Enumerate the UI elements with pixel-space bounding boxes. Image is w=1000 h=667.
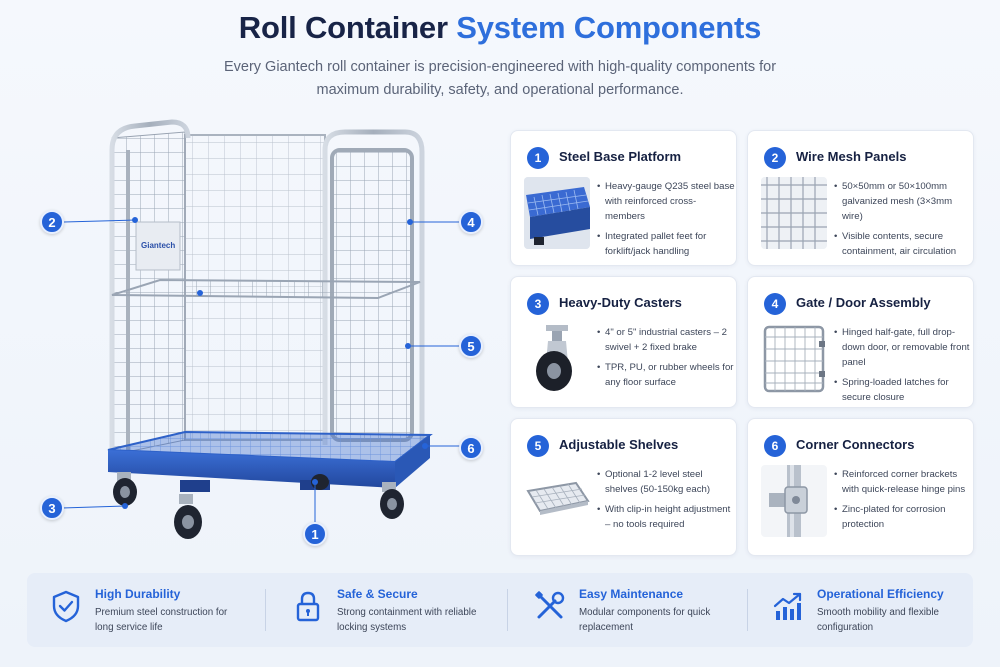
feature-divider — [265, 589, 266, 631]
title-accent: System Components — [456, 10, 762, 45]
card-bullet: Integrated pallet feet for forklift/jack… — [597, 229, 735, 259]
card-title: Wire Mesh Panels — [796, 149, 907, 164]
wrench-screwdriver-icon — [533, 589, 567, 623]
caster-front-right — [380, 482, 404, 519]
callout-3: 3 — [40, 496, 64, 520]
caster-thumbnail — [524, 323, 590, 395]
feature-text: Modular components for quick replacement — [579, 607, 711, 633]
corner-connector-thumbnail — [761, 465, 827, 537]
callout-6: 6 — [459, 436, 483, 460]
feature-text: Smooth mobility and flexible configurati… — [817, 607, 939, 633]
feature-bar: High Durability Premium steel constructi… — [27, 573, 973, 647]
card-bullet: Visible contents, secure containment, ai… — [834, 229, 972, 259]
card-bullet: 50×50mm or 50×100mm galvanized mesh (3×3… — [834, 179, 972, 224]
feature-text: Strong containment with reliable locking… — [337, 607, 477, 633]
padlock-icon — [291, 589, 325, 623]
feature-easy-maintenance: Easy Maintenance Modular components for … — [533, 573, 743, 647]
card-number: 2 — [764, 147, 786, 169]
callout-1: 1 — [303, 522, 327, 546]
card-number: 3 — [527, 293, 549, 315]
feature-title: Easy Maintenance — [579, 587, 684, 601]
card-bullet: Heavy-gauge Q235 steel base with reinfor… — [597, 179, 735, 224]
component-card-wire-mesh: 2 Wire Mesh Panels 50×50mm or 50×100mm g… — [747, 130, 974, 266]
card-number: 4 — [764, 293, 786, 315]
caster-front-left — [113, 472, 137, 506]
card-bullet: Zinc-plated for corrosion protection — [834, 502, 972, 532]
page-subtitle: Every Giantech roll container is precisi… — [223, 59, 777, 98]
card-title: Adjustable Shelves — [559, 437, 679, 452]
feature-divider — [747, 589, 748, 631]
steel-base-thumbnail — [524, 177, 590, 249]
component-card-shelves: 5 Adjustable Shelves Optional 1-2 level … — [510, 418, 737, 556]
card-number: 1 — [527, 147, 549, 169]
feature-title: Operational Efficiency — [817, 587, 944, 601]
shelf-thumbnail — [524, 465, 590, 537]
card-bullet: Reinforced corner brackets with quick-re… — [834, 467, 972, 497]
card-number: 6 — [764, 435, 786, 457]
card-bullet: Optional 1-2 level steel shelves (50-150… — [597, 467, 735, 497]
feature-safe-secure: Safe & Secure Strong containment with re… — [291, 573, 501, 647]
feature-divider — [507, 589, 508, 631]
feature-operational-efficiency: Operational Efficiency Smooth mobility a… — [771, 573, 966, 647]
component-card-gate: 4 Gate / Door Assembly Hinged half-gate,… — [747, 276, 974, 408]
card-bullet: Spring-loaded latches for secure closure — [834, 375, 972, 405]
component-card-steel-base: 1 Steel Base Platform Heavy-gauge Q235 s… — [510, 130, 737, 266]
component-card-corner-connectors: 6 Corner Connectors Reinforced corner br… — [747, 418, 974, 556]
card-title: Gate / Door Assembly — [796, 295, 931, 310]
title-main: Roll Container — [238, 10, 448, 45]
brand-label: Giantech — [141, 241, 175, 250]
component-card-casters: 3 Heavy-Duty Casters 4" or 5" industrial… — [510, 276, 737, 408]
page-title: Roll Container System Components — [0, 10, 1000, 46]
card-bullet: With clip-in height adjustment – no tool… — [597, 502, 735, 532]
growth-chart-icon — [771, 589, 805, 623]
callout-4: 4 — [459, 210, 483, 234]
wire-mesh-thumbnail — [761, 177, 827, 249]
callout-5: 5 — [459, 334, 483, 358]
feature-title: Safe & Secure — [337, 587, 418, 601]
shield-check-icon — [49, 589, 83, 623]
callout-2: 2 — [40, 210, 64, 234]
feature-high-durability: High Durability Premium steel constructi… — [49, 573, 259, 647]
feature-text: Premium steel construction for long serv… — [95, 607, 228, 633]
card-number: 5 — [527, 435, 549, 457]
feature-title: High Durability — [95, 587, 181, 601]
roll-container-drawing: Giantech — [61, 119, 462, 539]
card-bullet: Hinged half-gate, full drop-down door, o… — [834, 325, 972, 370]
card-bullet: 4" or 5" industrial casters – 2 swivel +… — [597, 325, 735, 355]
card-title: Heavy-Duty Casters — [559, 295, 682, 310]
card-title: Steel Base Platform — [559, 149, 682, 164]
roll-container-illustration: Giantech — [0, 110, 500, 560]
caster-middle — [174, 494, 202, 539]
card-bullet: TPR, PU, or rubber wheels for any floor … — [597, 360, 735, 390]
card-title: Corner Connectors — [796, 437, 915, 452]
gate-thumbnail — [761, 323, 827, 395]
